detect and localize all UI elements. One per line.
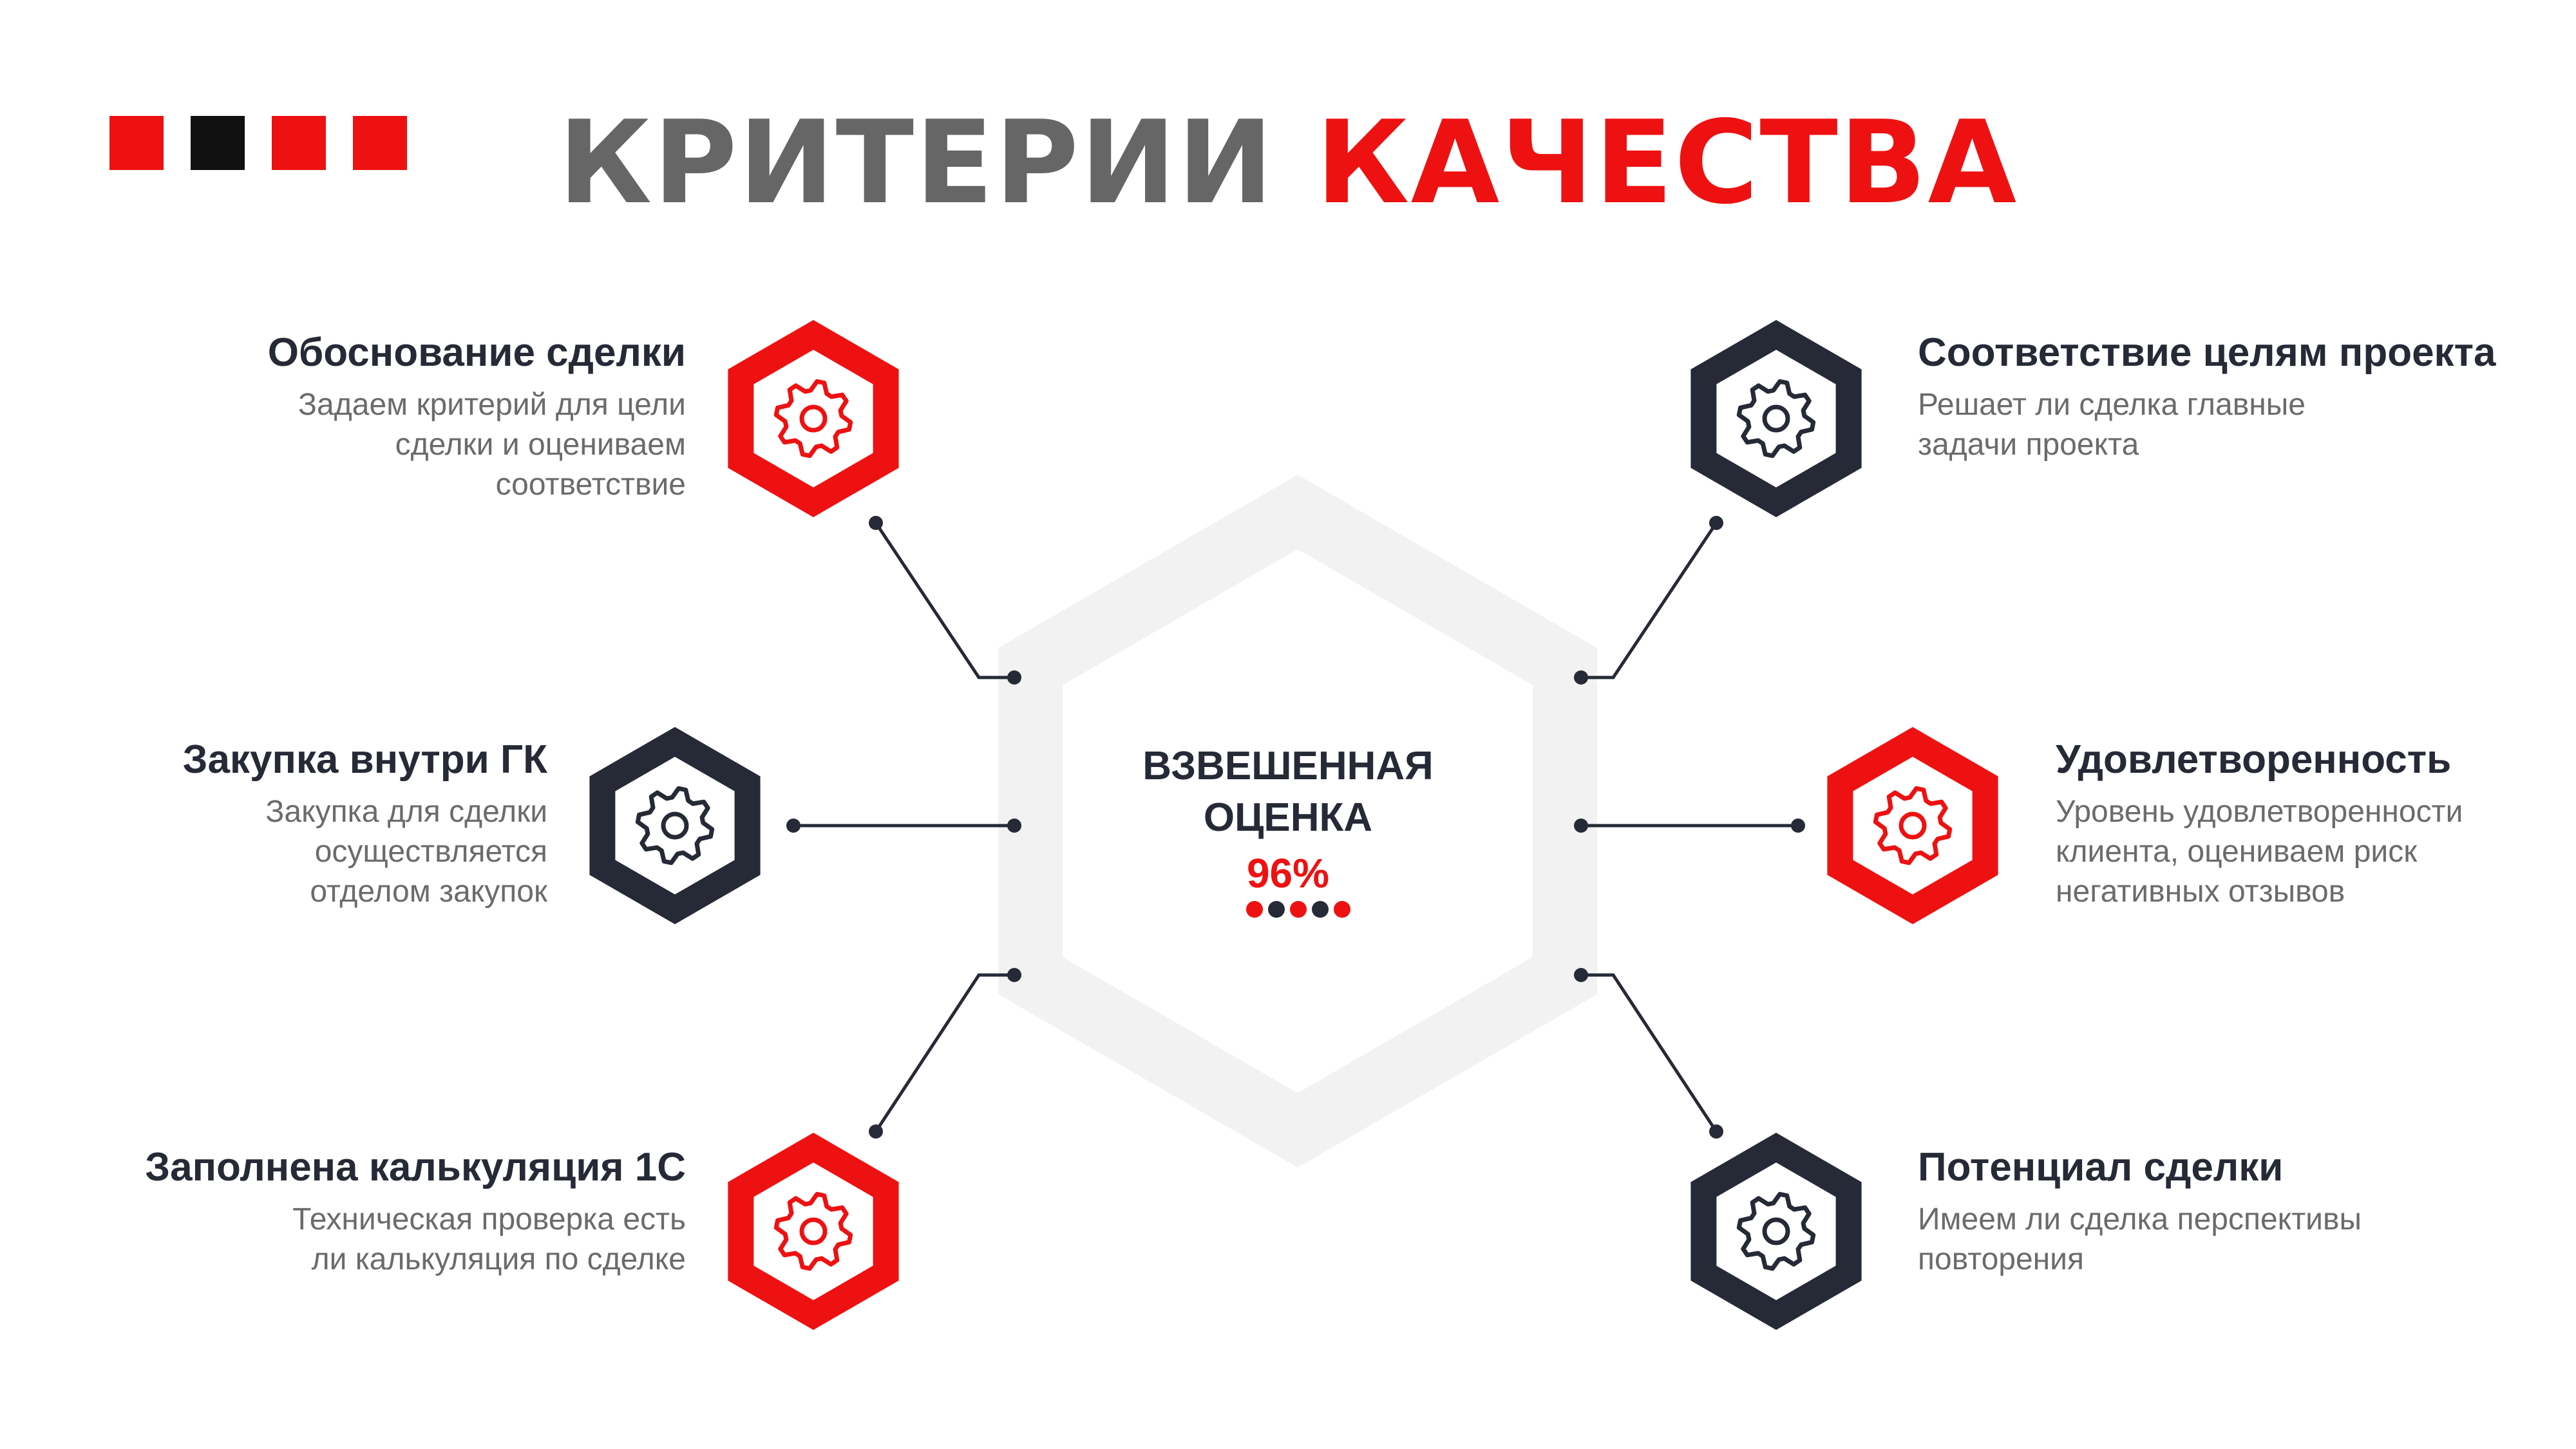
criterion-hexagon-1 xyxy=(728,319,899,518)
connector-1 xyxy=(869,516,1021,685)
criterion-title: Обоснование сделки xyxy=(267,330,686,375)
connector-6 xyxy=(1574,968,1723,1139)
header-square-3 xyxy=(272,116,326,170)
criterion-5: Удовлетворенность Уровень удовлетворенно… xyxy=(2056,735,2576,912)
center-hexagon xyxy=(998,475,1597,1168)
page-title: КРИТЕРИИ КАЧЕСТВА xyxy=(0,95,2576,231)
score-dot-2 xyxy=(1268,901,1285,918)
gear-icon xyxy=(1736,379,1816,459)
criterion-description: Уровень удовлетворенности клиента, оцени… xyxy=(2056,795,2463,909)
criterion-hexagon-3 xyxy=(728,1132,899,1331)
score-dot-4 xyxy=(1312,901,1329,918)
header-square-1 xyxy=(109,116,164,170)
gear-icon xyxy=(1873,786,1953,866)
criterion-title: Потенциал сделки xyxy=(1918,1145,2284,1189)
criterion-description: Задаем критерий для цели сделки и оценив… xyxy=(298,388,686,502)
criterion-hexagon-4 xyxy=(1690,319,1862,518)
header-square-4 xyxy=(353,116,407,170)
score-dot-5 xyxy=(1334,901,1350,918)
criterion-4: Соответствие целям проекта Решает ли сде… xyxy=(1918,328,2576,465)
gear-icon xyxy=(773,379,853,459)
center-label-line-2: ОЦЕНКА xyxy=(1203,795,1373,840)
gear-icon xyxy=(1736,1191,1816,1271)
header-square-2 xyxy=(191,116,245,170)
score-dot-1 xyxy=(1246,901,1263,918)
center-score-value: 96% xyxy=(1246,850,1330,896)
connector-4 xyxy=(1574,516,1723,685)
title-part-1: КРИТЕРИИ xyxy=(558,96,1275,229)
connector-2 xyxy=(786,819,1021,833)
title-part-2: КАЧЕСТВА xyxy=(1316,96,2018,229)
criterion-description: Закупка для сделки осуществляется отдело… xyxy=(265,795,547,909)
criterion-description: Решает ли сделка главные задачи проекта xyxy=(1918,388,2306,462)
criterion-title: Заполнена калькуляция 1С xyxy=(145,1145,686,1189)
criterion-hexagon-6 xyxy=(1690,1132,1862,1331)
center-label: ВЗВЕШЕННАЯ ОЦЕНКА xyxy=(1095,741,1481,844)
criterion-2: Закупка внутри ГК Закупка для сделки осу… xyxy=(0,735,547,912)
criterion-description: Техническая проверка есть ли калькуляция… xyxy=(292,1202,686,1276)
criterion-title: Закупка внутри ГК xyxy=(182,737,547,782)
center-label-line-1: ВЗВЕШЕННАЯ xyxy=(1142,744,1434,788)
score-dot-3 xyxy=(1290,901,1307,918)
gear-icon xyxy=(773,1191,853,1271)
connector-3 xyxy=(869,968,1021,1139)
criterion-title: Удовлетворенность xyxy=(2056,737,2452,782)
criterion-description: Имеем ли сделка перспективы повторения xyxy=(1918,1202,2362,1276)
criterion-hexagon-5 xyxy=(1827,726,1998,925)
criterion-6: Потенциал сделки Имеем ли сделка перспек… xyxy=(1918,1143,2576,1280)
connector-5 xyxy=(1574,819,1805,833)
criterion-hexagon-2 xyxy=(589,726,761,925)
criterion-title: Соответствие целям проекта xyxy=(1918,330,2496,375)
criterion-3: Заполнена калькуляция 1С Техническая про… xyxy=(10,1143,686,1280)
criterion-1: Обоснование сделки Задаем критерий для ц… xyxy=(10,328,686,505)
gear-icon xyxy=(635,786,715,866)
